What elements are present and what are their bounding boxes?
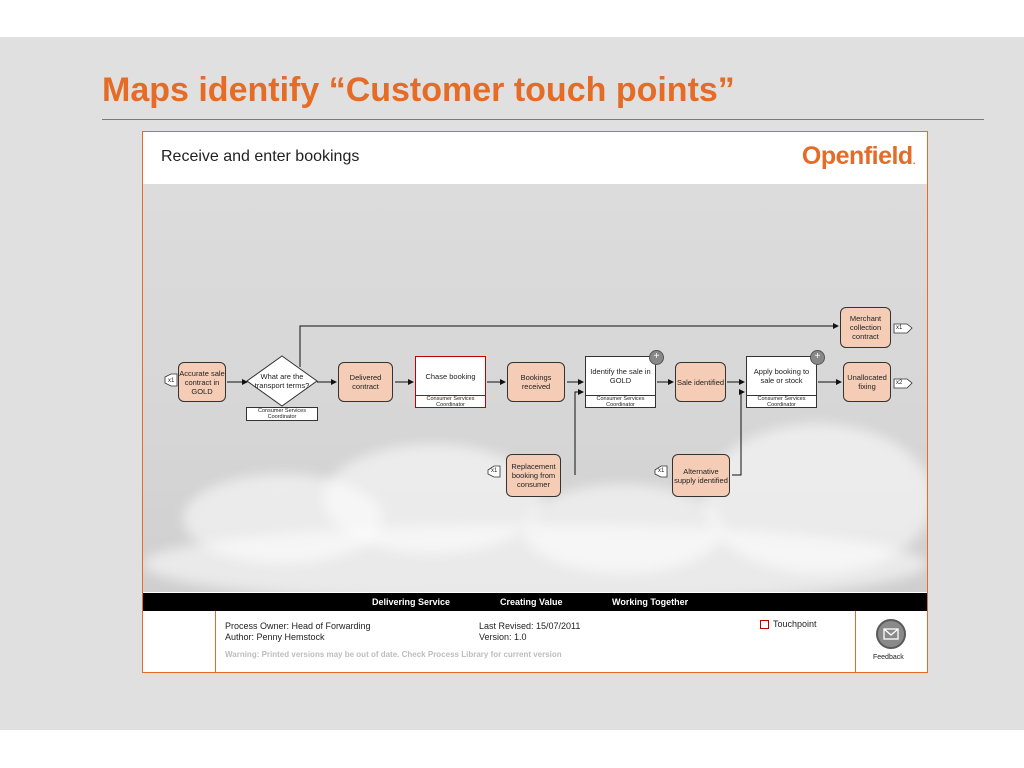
map-footer: Process Owner: Head of Forwarding Author… <box>143 611 927 672</box>
openfield-logo: Openfield. <box>801 142 916 170</box>
slide: Maps identify “Customer touch points” Re… <box>0 37 1024 730</box>
footer-divider <box>855 611 856 672</box>
event-merchant-collection-contract[interactable]: Merchant collection contract <box>840 307 891 348</box>
multiplicity-tag: x1 <box>168 378 175 384</box>
expand-icon[interactable]: + <box>810 350 825 365</box>
multiplicity-tag: x1 <box>896 325 903 331</box>
task-chase-booking[interactable]: Chase booking <box>415 356 486 396</box>
map-header: Receive and enter bookings Openfield. <box>143 132 927 182</box>
role-label: Consumer Services Coordinator <box>746 395 817 408</box>
diagram-canvas: x1 Accurate sale contract in GOLD What a… <box>143 184 927 592</box>
touchpoint-legend-swatch <box>760 620 769 629</box>
brand-name: Openfield <box>801 142 913 170</box>
touchpoint-legend-label: Touchpoint <box>773 619 817 629</box>
cloud-shape <box>143 524 927 592</box>
footer-divider <box>215 611 216 672</box>
process-map: Receive and enter bookings Openfield. <box>142 131 928 673</box>
author: Author: Penny Hemstock <box>225 632 325 642</box>
role-label: Consumer Services Coordinator <box>246 407 318 421</box>
band-item: Working Together <box>612 597 689 607</box>
multiplicity-tag: x1 <box>658 468 665 474</box>
event-unallocated-fixing[interactable]: Unallocated fixing <box>843 362 891 402</box>
event-accurate-sale-contract[interactable]: Accurate sale contract in GOLD <box>178 362 226 402</box>
role-label: Consumer Services Coordinator <box>415 395 486 408</box>
version: Version: 1.0 <box>479 632 527 642</box>
slide-title: Maps identify “Customer touch points” <box>102 71 735 109</box>
envelope-glyph <box>883 628 899 640</box>
event-delivered-contract[interactable]: Delivered contract <box>338 362 393 402</box>
values-band: Delivering Service Creating Value Workin… <box>143 593 927 611</box>
multiplicity-tag: x1 <box>491 468 498 474</box>
event-sale-identified[interactable]: Sale identified <box>675 362 726 402</box>
band-item: Creating Value <box>500 597 563 607</box>
process-owner: Process Owner: Head of Forwarding <box>225 621 371 631</box>
last-revised: Last Revised: 15/07/2011 <box>479 621 581 631</box>
event-bookings-received[interactable]: Bookings received <box>507 362 565 402</box>
title-divider <box>102 119 984 120</box>
task-identify-sale[interactable]: Identify the sale in GOLD <box>585 356 656 396</box>
feedback-button[interactable]: Feedback <box>873 654 904 661</box>
print-warning: Warning: Printed versions may be out of … <box>225 650 562 659</box>
task-apply-booking[interactable]: Apply booking to sale or stock <box>746 356 817 396</box>
envelope-icon[interactable] <box>876 619 906 649</box>
expand-icon[interactable]: + <box>649 350 664 365</box>
event-replacement-booking[interactable]: Replacement booking from consumer <box>506 454 561 497</box>
map-title: Receive and enter bookings <box>161 148 360 165</box>
multiplicity-tag: x2 <box>896 380 903 386</box>
role-label: Consumer Services Coordinator <box>585 395 656 408</box>
decision-transport-terms[interactable]: What are the transport terms? <box>254 372 310 390</box>
band-item: Delivering Service <box>372 597 451 607</box>
event-alternative-supply[interactable]: Alternative supply identified <box>672 454 730 497</box>
connector-lines <box>164 323 913 478</box>
